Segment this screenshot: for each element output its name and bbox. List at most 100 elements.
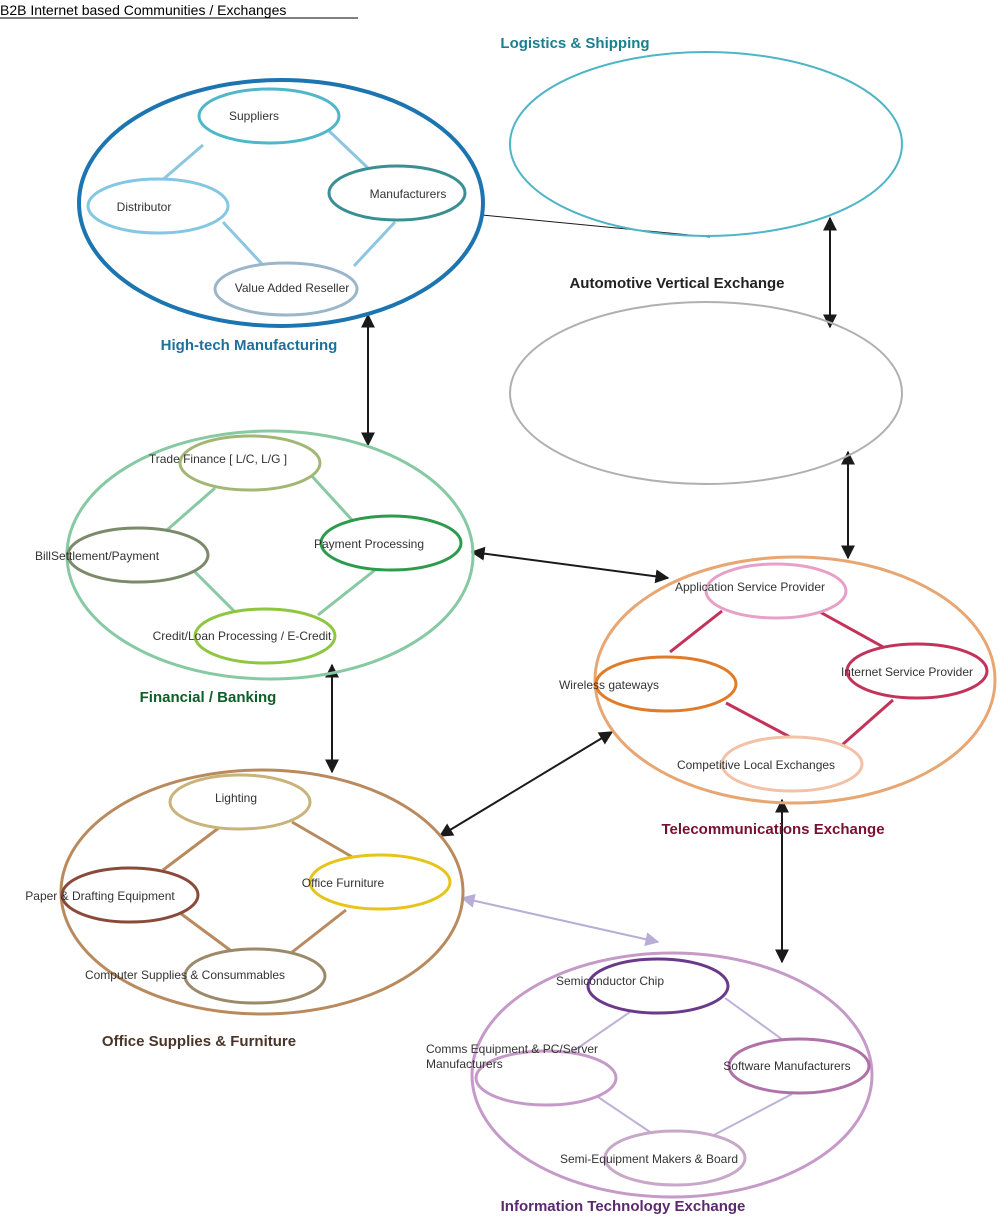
- manufacturers-label: Manufacturers: [370, 187, 447, 201]
- link-asp-isp: [819, 610, 886, 650]
- arrow-office-it: [460, 893, 660, 947]
- credit-label: Credit/Loan Processing / E-Credit: [153, 629, 332, 643]
- link-payment-credit: [317, 568, 376, 617]
- manufacturers-ellipse: [327, 164, 467, 222]
- trade-ellipse: [178, 434, 322, 492]
- lighting-ellipse: [168, 773, 312, 831]
- computer-label: Computer Supplies & Consummables: [85, 968, 285, 982]
- bill-label: BillSettlement/Payment: [35, 549, 160, 563]
- paper-label: Paper & Drafting Equipment: [25, 889, 175, 903]
- logistics-outline: [509, 51, 903, 237]
- page-title: B2B Internet based Communities / Exchang…: [0, 2, 358, 19]
- wireless-label: Wireless gateways: [559, 678, 659, 692]
- asp-label: Application Service Provider: [675, 580, 825, 594]
- link-isp-clec: [841, 698, 894, 747]
- automotive-outline: [509, 301, 903, 485]
- node-semi-equipment: Semi-Equipment Makers & Board: [560, 1129, 747, 1187]
- financial-title: Financial / Banking: [140, 689, 277, 706]
- node-distributor: Distributor: [86, 177, 230, 235]
- link-manufacturers-var: [352, 220, 397, 268]
- node-application-service-provider: Application Service Provider: [675, 562, 848, 620]
- node-credit-loan: Credit/Loan Processing / E-Credit: [153, 607, 337, 665]
- node-office-furniture: Office Furniture: [302, 853, 452, 911]
- link-trade-bill: [166, 486, 216, 532]
- payment-label: Payment Processing: [314, 537, 424, 551]
- office-title: Office Supplies & Furniture: [102, 1033, 296, 1050]
- hightech-links: [159, 126, 397, 268]
- group-office: Lighting Office Furniture Paper & Drafti…: [25, 768, 465, 1050]
- furniture-label: Office Furniture: [302, 876, 385, 890]
- chip-label: Semiconductor Chip: [556, 974, 664, 988]
- link-lighting-paper: [162, 825, 221, 872]
- connector-hightech-logistics: [481, 214, 711, 238]
- hightech-title: High-tech Manufacturing: [161, 337, 338, 354]
- group-hightech: Suppliers Manufacturers Distributor Valu…: [77, 78, 485, 354]
- node-lighting: Lighting: [168, 773, 312, 831]
- var-ellipse: [213, 261, 359, 317]
- node-value-added-reseller: Value Added Reseller: [213, 261, 359, 317]
- link-distributor-var: [221, 220, 264, 266]
- node-paper-drafting: Paper & Drafting Equipment: [25, 866, 200, 924]
- comms-label-line1: Comms Equipment & PC/Server: [426, 1042, 598, 1056]
- node-comms-equipment: Comms Equipment & PC/Server Manufacturer…: [426, 1042, 618, 1107]
- node-computer-supplies: Computer Supplies & Consummables: [85, 947, 327, 1005]
- link-suppliers-distributor: [159, 143, 204, 184]
- link-asp-wireless: [669, 609, 723, 654]
- node-payment-processing: Payment Processing: [314, 514, 463, 572]
- semi-ellipse: [603, 1129, 747, 1187]
- automotive-title: Automotive Vertical Exchange: [569, 275, 784, 292]
- lighting-label: Lighting: [215, 791, 257, 805]
- suppliers-ellipse: [197, 87, 341, 145]
- node-competitive-local-exchanges: Competitive Local Exchanges: [677, 735, 864, 793]
- link-paper-computer: [179, 911, 235, 955]
- furniture-ellipse: [308, 853, 452, 911]
- node-internet-service-provider: Internet Service Provider: [841, 642, 989, 700]
- semi-label: Semi-Equipment Makers & Board: [560, 1152, 738, 1166]
- link-suppliers-manufacturers: [324, 126, 372, 172]
- group-financial: Trade Finance [ L/C, L/G ] Payment Proce…: [35, 429, 475, 706]
- link-chip-comms: [571, 1011, 631, 1053]
- link-lighting-furniture: [291, 820, 355, 860]
- link-software-semi: [711, 1093, 793, 1137]
- software-label: Software Manufacturers: [723, 1059, 850, 1073]
- telecom-title: Telecommunications Exchange: [661, 821, 884, 838]
- trade-label: Trade Finance [ L/C, L/G ]: [149, 452, 287, 466]
- link-chip-software: [724, 997, 784, 1041]
- payment-ellipse: [319, 514, 463, 572]
- it-title: Information Technology Exchange: [501, 1198, 746, 1215]
- node-semiconductor-chip: Semiconductor Chip: [556, 957, 730, 1015]
- paper-ellipse: [60, 866, 200, 924]
- credit-ellipse: [193, 607, 337, 665]
- hightech-outline: [77, 78, 485, 328]
- computer-ellipse: [183, 947, 327, 1005]
- group-automotive: Automotive Vertical Exchange: [509, 275, 903, 485]
- isp-label: Internet Service Provider: [841, 665, 973, 679]
- inter-group-connectors: [325, 214, 855, 964]
- group-telecom: Application Service Provider Internet Se…: [559, 555, 997, 838]
- bill-ellipse: [66, 526, 210, 584]
- link-bill-credit: [193, 570, 239, 616]
- comms-ellipse: [474, 1049, 618, 1107]
- it-outline: [470, 951, 874, 1199]
- financial-links: [166, 472, 376, 617]
- link-trade-payment: [308, 472, 354, 522]
- it-links: [571, 997, 793, 1137]
- node-bill-settlement: BillSettlement/Payment: [35, 526, 210, 584]
- page-title-text: B2B Internet based Communities / Exchang…: [0, 2, 286, 18]
- node-suppliers: Suppliers: [197, 87, 341, 145]
- isp-ellipse: [845, 642, 989, 700]
- software-ellipse: [727, 1037, 871, 1095]
- logistics-title: Logistics & Shipping: [500, 35, 649, 52]
- node-trade-finance: Trade Finance [ L/C, L/G ]: [149, 434, 322, 492]
- link-comms-semi: [594, 1094, 657, 1137]
- suppliers-label: Suppliers: [229, 109, 279, 123]
- var-label: Value Added Reseller: [235, 281, 350, 295]
- comms-label-line2: Manufacturers: [426, 1057, 503, 1071]
- link-wireless-clec: [725, 701, 791, 739]
- arrow-financial-telecom: [470, 546, 670, 584]
- office-links: [162, 820, 355, 955]
- chip-ellipse: [586, 957, 730, 1015]
- group-logistics: Logistics & Shipping: [500, 35, 903, 237]
- clec-label: Competitive Local Exchanges: [677, 758, 835, 772]
- distributor-ellipse: [86, 177, 230, 235]
